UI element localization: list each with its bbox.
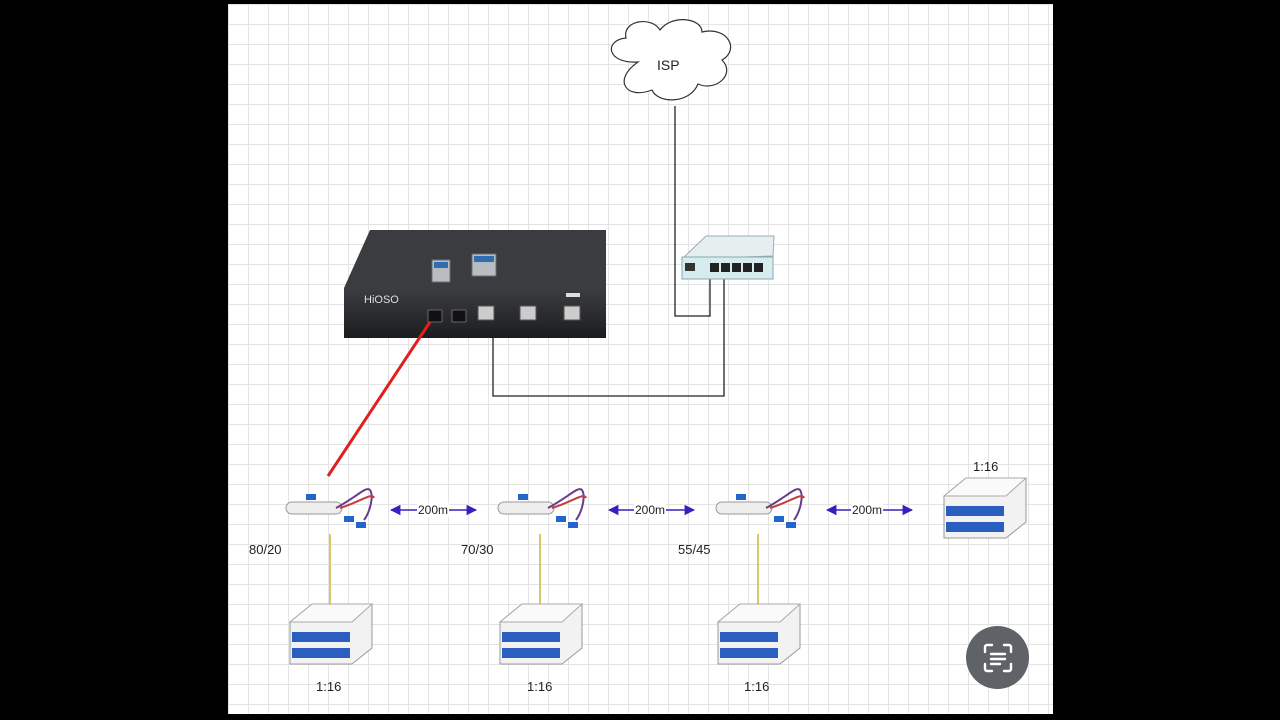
screen-search-icon: [983, 643, 1012, 672]
ethernet-cable: [492, 276, 725, 397]
splitter-icon: [285, 488, 375, 528]
distance-label: 200m: [851, 503, 884, 517]
isp-label: ISP: [657, 57, 680, 73]
network-diagram: [285, 19, 1028, 665]
diagram-canvas: ISP HiOSO 80/20 70/30 55/45 200m 200m 20…: [228, 4, 1053, 714]
splitter-icon: [497, 488, 587, 528]
split-box-icon: [288, 603, 374, 665]
isp-uplink: [674, 106, 711, 317]
splitter-ratio-label: 55/45: [678, 542, 711, 557]
distance-label: 200m: [417, 503, 450, 517]
router-icon: [680, 235, 775, 280]
split-box-icon: [716, 603, 802, 665]
splitter-icon: [715, 488, 805, 528]
split-box-icon: [942, 477, 1028, 539]
olt-brand-label: HiOSO: [364, 294, 399, 306]
screen-search-button[interactable]: [966, 626, 1029, 689]
split-box-ratio-label: 1:16: [973, 459, 999, 474]
splitter-ratio-label: 70/30: [461, 542, 494, 557]
olt-device-icon: [344, 230, 606, 338]
isp-cloud: [610, 19, 732, 101]
splitter-ratio-label: 80/20: [249, 542, 282, 557]
fiber-cable: [326, 321, 432, 477]
split-box-ratio-label: 1:16: [744, 679, 770, 694]
split-box-ratio-label: 1:16: [527, 679, 553, 694]
split-box-ratio-label: 1:16: [316, 679, 342, 694]
distance-label: 200m: [634, 503, 667, 517]
split-box-icon: [498, 603, 584, 665]
